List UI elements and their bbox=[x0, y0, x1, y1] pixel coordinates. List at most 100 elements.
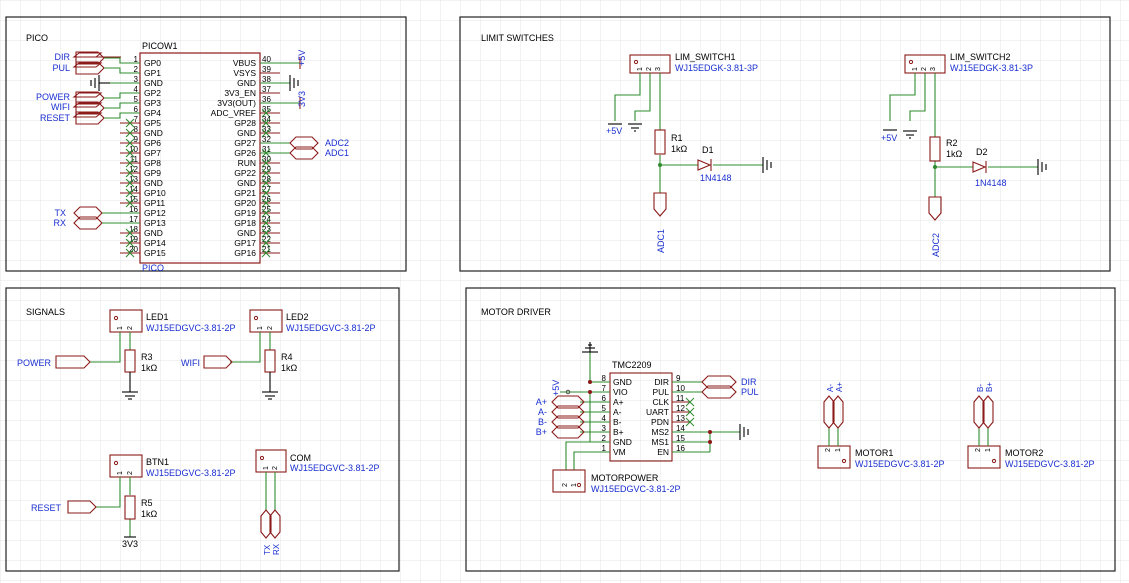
tmc-pin-name: MS2 bbox=[652, 427, 670, 437]
net-label-adc1: ADC1 bbox=[325, 148, 349, 158]
adc2-label: ADC2 bbox=[931, 233, 941, 257]
tmc-net-ap: A+ bbox=[536, 397, 547, 407]
pico-pin-num: 33 bbox=[262, 125, 271, 134]
pico-pin-name: GP5 bbox=[144, 118, 161, 128]
motorpower-pin1: 1 bbox=[571, 483, 578, 487]
pico-pin-num: 3 bbox=[134, 75, 139, 84]
ground-icon bbox=[739, 424, 749, 440]
no-connect-icon bbox=[125, 178, 135, 188]
pico-pin-num: 25 bbox=[262, 205, 271, 214]
motor1-pin2: 2 bbox=[825, 448, 832, 452]
panel-motor-frame bbox=[465, 287, 1116, 572]
motor1-net-ap: A+ bbox=[835, 382, 844, 392]
diode-d2-icon bbox=[972, 161, 987, 173]
no-connect-icon bbox=[125, 168, 135, 178]
no-connect-icon bbox=[261, 178, 271, 188]
pico-pin-num: 31 bbox=[262, 145, 271, 154]
tmc-pin-num: 6 bbox=[602, 394, 607, 403]
reset-flag bbox=[67, 500, 97, 514]
net-label-wifi: WIFI bbox=[51, 102, 70, 112]
btn1-pin2: 2 bbox=[127, 471, 134, 475]
pico-pin-name: GP22 bbox=[234, 168, 256, 178]
pico-pin-name: GP19 bbox=[234, 208, 256, 218]
no-connect-icon bbox=[125, 158, 135, 168]
led2-pin1: 1 bbox=[257, 326, 264, 330]
tmc-pin-name: GND bbox=[613, 437, 632, 447]
pico-pin-num: 9 bbox=[134, 135, 139, 144]
motor1-part: WJ15EDGVC-3.81-2P bbox=[855, 459, 945, 469]
lim-switch1-pin1: 1 bbox=[637, 67, 644, 71]
lim-switch1-part: WJ15EDGK-3.81-3P bbox=[675, 63, 758, 73]
pico-pin-num: 17 bbox=[129, 215, 138, 224]
no-connect-icon bbox=[125, 188, 135, 198]
net-flag-adc2 bbox=[289, 136, 319, 150]
ground-icon bbox=[1037, 159, 1047, 175]
tmc-pin-num: 14 bbox=[676, 424, 685, 433]
adc2-flag bbox=[928, 196, 942, 221]
pico-pin-name: GP6 bbox=[144, 138, 161, 148]
pico-pin-num: 24 bbox=[262, 215, 271, 224]
pico-pin-num: 7 bbox=[134, 115, 139, 124]
tmc-net-am: A- bbox=[538, 407, 547, 417]
pico-value: PICO bbox=[142, 263, 164, 273]
r3-designator: R3 bbox=[141, 352, 153, 362]
tmc-pin-name: PUL bbox=[652, 387, 669, 397]
no-connect-icon bbox=[261, 128, 271, 138]
pico-pin-name: GP20 bbox=[234, 198, 256, 208]
adc1-label: ADC1 bbox=[656, 229, 666, 253]
pico-pin-name: GP10 bbox=[144, 188, 166, 198]
pico-pin-num: 21 bbox=[262, 245, 271, 254]
pico-pin-name: 3V3_EN bbox=[224, 88, 256, 98]
ground-icon bbox=[90, 75, 110, 91]
pico-pin-num: 8 bbox=[134, 125, 139, 134]
pico-pin-name: GND bbox=[144, 78, 163, 88]
com-tx-flag bbox=[260, 509, 272, 539]
pico-pin-name: GP12 bbox=[144, 208, 166, 218]
no-connect-icon bbox=[125, 198, 135, 208]
motor1-designator: MOTOR1 bbox=[855, 448, 893, 458]
pico-pin-name: GP26 bbox=[234, 148, 256, 158]
tmc-pin-name: A- bbox=[613, 407, 622, 417]
pico-pin-num: 22 bbox=[262, 235, 271, 244]
led2-part: WJ15EDGVC-3.81-2P bbox=[286, 323, 376, 333]
pico-pin-num: 27 bbox=[262, 185, 271, 194]
panel-limits-frame bbox=[459, 16, 1111, 272]
r2-body bbox=[929, 136, 941, 162]
no-connect-icon bbox=[125, 228, 135, 238]
tmc-pin-name: EN bbox=[657, 447, 669, 457]
net-label-rx: RX bbox=[53, 218, 66, 228]
no-connect-icon bbox=[685, 417, 695, 427]
led1-part: WJ15EDGVC-3.81-2P bbox=[146, 323, 236, 333]
no-connect-icon bbox=[125, 248, 135, 258]
tmc-pin-name: MS1 bbox=[652, 437, 670, 447]
lim-switch2-5v-label: +5V bbox=[881, 133, 897, 143]
lim-switch1-pin3: 3 bbox=[655, 67, 662, 71]
com-rx-flag bbox=[269, 509, 281, 539]
btn1-part: WJ15EDGVC-3.81-2P bbox=[146, 468, 236, 478]
tmc-pin-num: 1 bbox=[602, 444, 607, 453]
diode-d1-icon bbox=[697, 159, 712, 171]
motorpower-designator: MOTORPOWER bbox=[591, 473, 659, 483]
no-connect-icon bbox=[261, 108, 271, 118]
tmc-pin-name: B- bbox=[613, 417, 622, 427]
pico-pin-name: GP21 bbox=[234, 188, 256, 198]
pico-pin-name: GP8 bbox=[144, 158, 161, 168]
r4-value: 1kΩ bbox=[281, 363, 298, 373]
motor1-net-am: A- bbox=[826, 384, 835, 392]
pico-pin-name: GP7 bbox=[144, 148, 161, 158]
led2-pin2: 2 bbox=[267, 326, 274, 330]
pico-pin-num: 40 bbox=[262, 55, 271, 64]
tmc-pin-num: 4 bbox=[602, 414, 607, 423]
r5-body bbox=[124, 495, 136, 520]
pico-designator: PICOW1 bbox=[142, 41, 178, 51]
motor2-net-bm: B- bbox=[976, 384, 985, 392]
com-pin1: 1 bbox=[263, 466, 270, 470]
tmc-pin-name: VM bbox=[613, 447, 626, 457]
tmc-pin-num: 16 bbox=[676, 444, 685, 453]
pico-pin-num: 5 bbox=[134, 95, 139, 104]
no-connect-icon bbox=[261, 218, 271, 228]
tmc-net-dir: DIR bbox=[741, 377, 757, 387]
pico-pin-num: 29 bbox=[262, 165, 271, 174]
